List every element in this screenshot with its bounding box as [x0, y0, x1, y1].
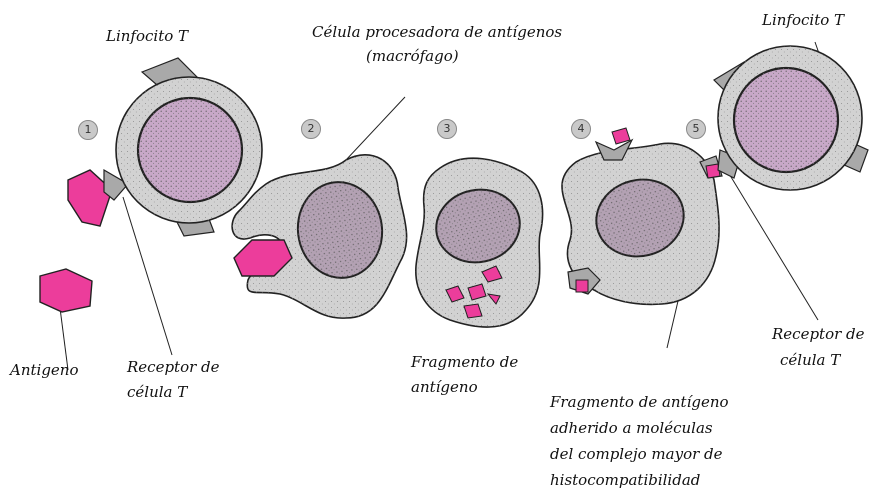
label-fragment-line2: antígeno — [411, 377, 478, 397]
label-receptor-right-line1: Receptor de — [772, 324, 865, 344]
label-apc-subtitle: (macrófago) — [366, 46, 459, 66]
step-number-1: 1 — [78, 120, 98, 140]
step-number-2: 2 — [301, 119, 321, 139]
presented-antigen-top — [612, 128, 630, 144]
receptor-left-leader-line — [123, 197, 172, 355]
step-number-3: 3 — [437, 119, 457, 139]
macrophage-stage-2 — [232, 155, 406, 318]
label-apc-title: Célula procesadora de antígenos — [312, 22, 562, 42]
t-lymphocyte-right — [714, 46, 868, 190]
label-antigen: Antigeno — [10, 360, 79, 380]
lymphocyte-right-nucleus-texture — [734, 68, 838, 172]
step-number-4: 4 — [571, 119, 591, 139]
label-receptor-right-line2: célula T — [780, 350, 840, 370]
apc-leader-line — [346, 97, 405, 160]
antigen-hexagon-lower — [40, 269, 92, 312]
label-lymphocyte-left: Linfocito T — [106, 26, 188, 46]
label-mhc-line3: del complejo mayor de — [550, 444, 723, 464]
step-number-5: 5 — [686, 119, 706, 139]
label-mhc-line4: histocompatibilidad — [550, 470, 700, 490]
label-receptor-left-line2: célula T — [127, 382, 187, 402]
label-mhc-line2: adherido a moléculas — [550, 418, 713, 438]
label-lymphocyte-right: Linfocito T — [762, 10, 844, 30]
label-receptor-left-line1: Receptor de — [127, 357, 220, 377]
receptor-right-leader-line — [728, 172, 818, 320]
presented-antigen-bottom — [576, 280, 588, 292]
t-lymphocyte-left — [104, 58, 262, 236]
label-fragment-line1: Fragmento de — [411, 352, 518, 372]
macrophage-stage-4 — [562, 128, 722, 304]
label-mhc-line1: Fragmento de antígeno — [550, 392, 729, 412]
macrophage-stage-3 — [416, 158, 543, 327]
lymphocyte-left-nucleus-texture — [138, 98, 242, 202]
free-antigens — [40, 170, 112, 312]
